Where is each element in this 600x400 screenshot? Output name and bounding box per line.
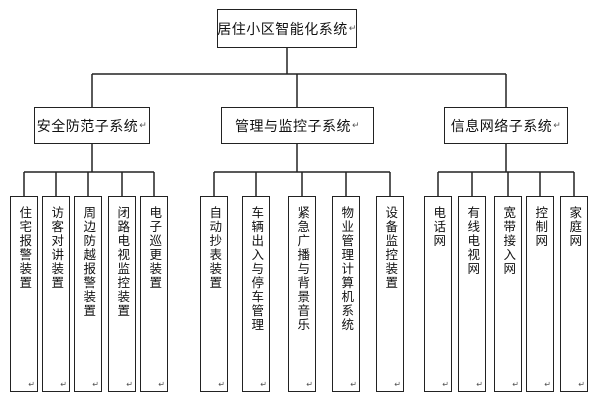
subsystem-management: 管理与监控子系统↵ bbox=[221, 107, 374, 144]
return-mark: ↵ bbox=[28, 380, 35, 389]
return-mark: ↵ bbox=[578, 380, 585, 389]
leaf-label: 家庭网 bbox=[567, 206, 583, 248]
leaf-label: 住宅报警装置 bbox=[17, 206, 33, 290]
leaf-node: 闭路电视监控装置 ↵ bbox=[108, 196, 136, 392]
return-mark: ↵ bbox=[60, 380, 67, 389]
leaf-node: 住宅报警装置 ↵ bbox=[10, 196, 38, 392]
leaf-label: 宽带接入网 bbox=[501, 206, 517, 276]
leaf-node: 紧急广播与背景音乐 ↵ bbox=[288, 196, 316, 392]
leaf-node: 车辆出入与停车管理 ↵ bbox=[242, 196, 270, 392]
leaf-node: 电子巡更装置 ↵ bbox=[140, 196, 168, 392]
return-mark: ↵ bbox=[476, 380, 483, 389]
leaf-label: 电话网 bbox=[431, 206, 447, 248]
leaf-node: 控制网 ↵ bbox=[526, 196, 554, 392]
return-mark: ↵ bbox=[306, 380, 313, 389]
leaf-node: 有线电视网 ↵ bbox=[458, 196, 486, 392]
return-mark: ↵ bbox=[544, 380, 551, 389]
leaf-node: 电话网 ↵ bbox=[424, 196, 452, 392]
return-mark: ↵ bbox=[139, 120, 148, 131]
return-mark: ↵ bbox=[351, 120, 361, 131]
leaf-label: 设备监控装置 bbox=[383, 206, 399, 290]
leaf-node: 访客对讲装置 ↵ bbox=[42, 196, 70, 392]
leaf-label: 周边防越报警装置 bbox=[81, 206, 97, 318]
subsystem-security: 安全防范子系统↵ bbox=[34, 107, 150, 144]
return-mark: ↵ bbox=[442, 380, 449, 389]
return-mark: ↵ bbox=[348, 23, 357, 34]
leaf-label: 电子巡更装置 bbox=[147, 206, 163, 290]
leaf-label: 闭路电视监控装置 bbox=[115, 206, 131, 318]
leaf-node: 自动抄表装置 ↵ bbox=[200, 196, 228, 392]
leaf-label: 紧急广播与背景音乐 bbox=[295, 206, 311, 332]
leaf-label: 物业管理计算机系统 bbox=[339, 206, 355, 332]
subsystem-label: 管理与监控子系统 bbox=[234, 118, 351, 135]
leaf-label: 访客对讲装置 bbox=[49, 206, 65, 290]
return-mark: ↵ bbox=[158, 380, 165, 389]
leaf-label: 自动抄表装置 bbox=[207, 206, 223, 290]
subsystem-label: 信息网络子系统 bbox=[450, 118, 553, 135]
leaf-label: 有线电视网 bbox=[465, 206, 481, 276]
leaf-node: 周边防越报警装置 ↵ bbox=[74, 196, 102, 392]
leaf-label: 控制网 bbox=[533, 206, 549, 248]
subsystem-label: 安全防范子系统 bbox=[36, 118, 139, 135]
leaf-node: 物业管理计算机系统 ↵ bbox=[332, 196, 360, 392]
subsystem-network: 信息网络子系统↵ bbox=[444, 107, 568, 144]
return-mark: ↵ bbox=[126, 380, 133, 389]
leaf-node: 宽带接入网 ↵ bbox=[494, 196, 522, 392]
root-label: 居住小区智能化系统 bbox=[217, 21, 348, 38]
return-mark: ↵ bbox=[260, 380, 267, 389]
leaf-label: 车辆出入与停车管理 bbox=[249, 206, 265, 332]
return-mark: ↵ bbox=[394, 380, 401, 389]
leaf-node: 家庭网 ↵ bbox=[560, 196, 588, 392]
return-mark: ↵ bbox=[512, 380, 519, 389]
root-node: 居住小区智能化系统↵ bbox=[217, 9, 357, 48]
return-mark: ↵ bbox=[92, 380, 99, 389]
return-mark: ↵ bbox=[553, 120, 562, 131]
return-mark: ↵ bbox=[350, 380, 357, 389]
leaf-node: 设备监控装置 ↵ bbox=[376, 196, 404, 392]
return-mark: ↵ bbox=[218, 380, 225, 389]
